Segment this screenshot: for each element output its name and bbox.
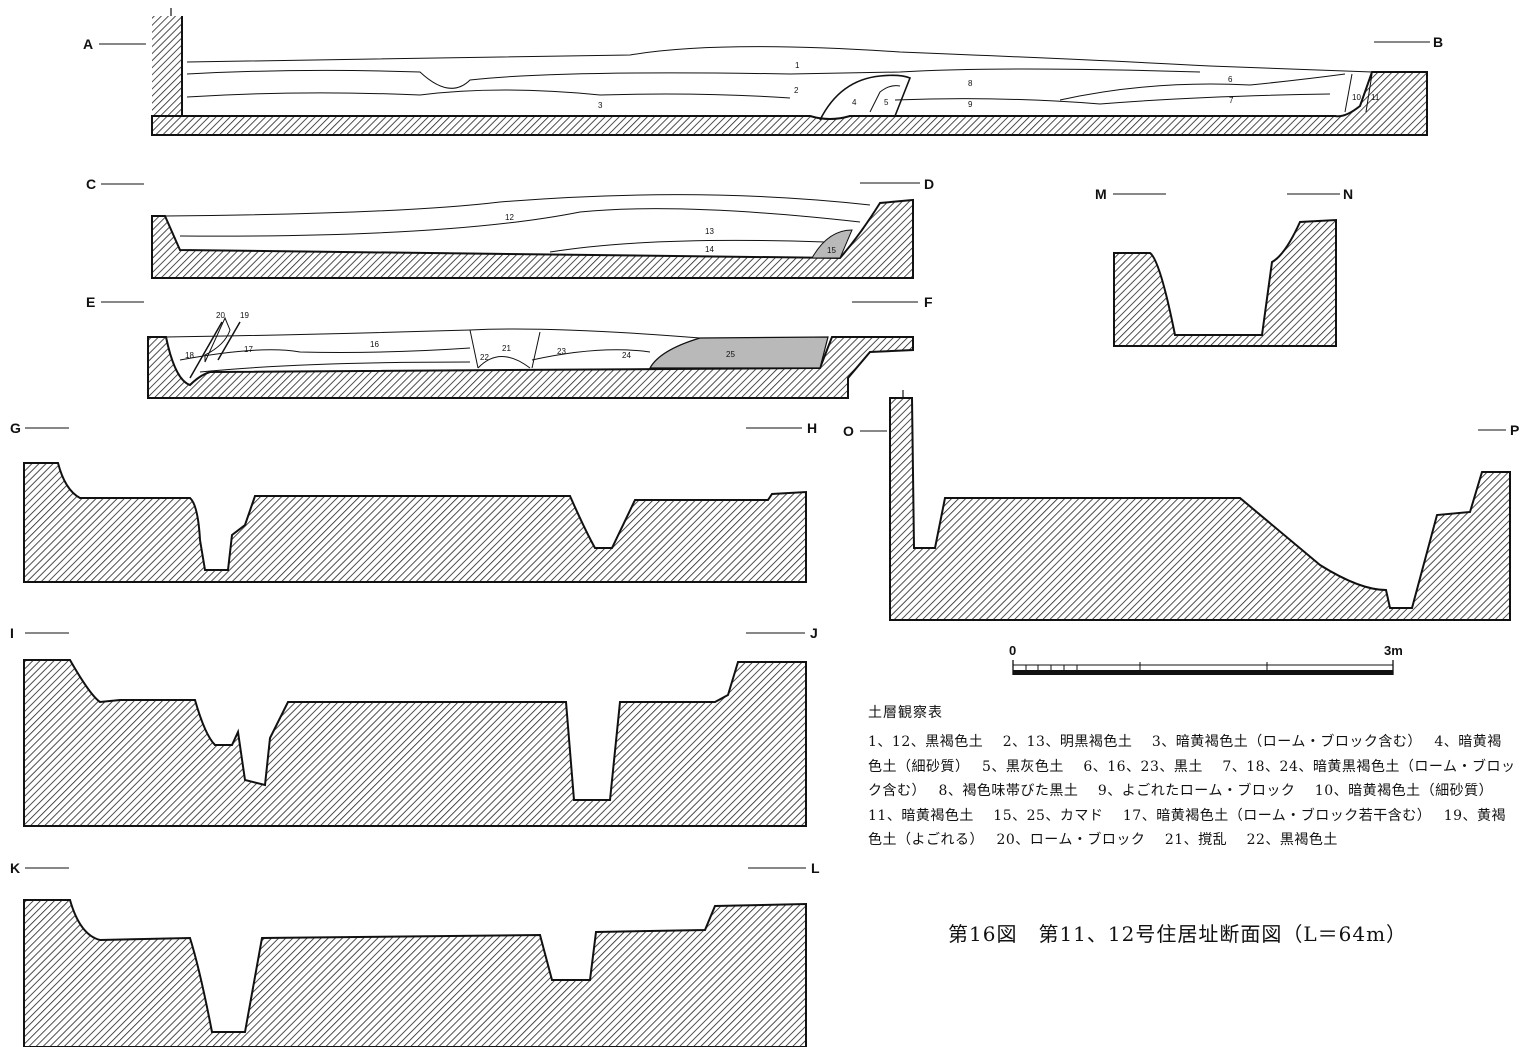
legend-entry: 21、撹乱 <box>1164 832 1228 848</box>
legend-entry: 8、褐色味帯びた黒土 <box>938 783 1079 799</box>
layer-num-14: 14 <box>705 245 714 254</box>
label-o: O <box>843 423 854 439</box>
layer-num-20: 20 <box>216 311 225 320</box>
label-i: I <box>10 625 14 641</box>
layer-num-1: 1 <box>795 61 800 70</box>
layer-num-15: 15 <box>827 246 836 255</box>
legend-entry: 20、ローム・ブロック <box>996 832 1146 848</box>
legend-entry: 19、黄褐色土（よごれる） <box>868 807 1507 849</box>
layer-num-17: 17 <box>244 345 253 354</box>
legend-entry: 2、13、明黒褐色土 <box>1002 734 1133 750</box>
layer-num-11: 11 <box>1371 93 1380 102</box>
layer-num-4: 4 <box>852 98 857 107</box>
legend-entry: 22、黒褐色土 <box>1246 832 1338 848</box>
layer-num-3: 3 <box>598 101 603 110</box>
layer-num-10: 10 <box>1352 93 1361 102</box>
label-a: A <box>83 36 93 52</box>
section-g-h-ground <box>23 462 807 583</box>
layer-num-9: 9 <box>968 100 973 109</box>
layer-num-19: 19 <box>240 311 249 320</box>
layer-num-8: 8 <box>968 79 973 88</box>
label-m: M <box>1095 186 1107 202</box>
section-i-j: I J <box>10 625 818 827</box>
legend-title: 土層観察表 <box>868 705 943 721</box>
label-h: H <box>807 420 817 436</box>
legend-entry: 4、暗黄褐色土（細砂質） <box>868 734 1502 775</box>
layer-num-18: 18 <box>185 351 194 360</box>
scale-bar: 0 3m <box>1009 643 1403 675</box>
scale-start-label: 0 <box>1009 643 1016 658</box>
legend-entry: 10、暗黄褐色土（細砂質） <box>1314 783 1487 799</box>
section-m-n: M N <box>1095 186 1353 347</box>
legend-entry: 7、18、24、暗黄黒褐色土（ローム・ブロック含む） <box>868 758 1516 800</box>
label-g: G <box>10 420 21 436</box>
legend-entry: 9、よごれたローム・ブロック <box>1097 783 1296 799</box>
label-n: N <box>1343 186 1353 202</box>
figure-caption: 第16図 第11、12号住居址断面図（L＝64m） <box>948 922 1408 946</box>
section-g-h: G H <box>10 420 817 583</box>
section-m-n-ground <box>1113 218 1337 347</box>
section-a-b-ground <box>151 71 1428 136</box>
layer-num-16: 16 <box>370 340 379 349</box>
section-o-p-ground <box>889 397 1511 621</box>
section-o-p: O P <box>843 390 1519 621</box>
layer-num-2: 2 <box>794 86 799 95</box>
layer-num-23: 23 <box>557 347 566 356</box>
legend-entry: 11、暗黄褐色土 <box>868 807 974 824</box>
label-l: L <box>811 860 820 876</box>
label-b: B <box>1433 34 1443 50</box>
label-k: K <box>10 860 20 876</box>
legend-entry: 1、12、黒褐色土 <box>868 734 984 750</box>
section-a-b-wall-left <box>152 16 182 116</box>
layer-num-12: 12 <box>505 213 514 222</box>
layer-num-5: 5 <box>884 98 889 107</box>
legend-entry: 5、黒灰色土 <box>981 758 1064 775</box>
layer-num-7: 7 <box>1229 96 1234 105</box>
label-c: C <box>86 176 96 192</box>
layer-num-25: 25 <box>726 350 735 359</box>
section-k-l: K L <box>10 860 820 1047</box>
layer-num-13: 13 <box>705 227 714 236</box>
section-k-l-ground <box>23 899 807 1047</box>
layer-num-6: 6 <box>1228 75 1233 84</box>
legend-entry: 17、暗黄褐色土（ローム・ブロック若干含む） <box>1122 807 1425 824</box>
label-d: D <box>924 176 934 192</box>
layer-num-21: 21 <box>502 344 511 353</box>
legend-entry: 6、16、23、黒土 <box>1083 758 1203 775</box>
legend-body: 1、12、黒褐色土 2、13、明黒褐色土 3、暗黄褐色土（ローム・ブロック含む）… <box>868 730 1516 853</box>
section-a-b: 1 2 3 4 5 6 7 8 9 10 11 A B <box>83 8 1443 136</box>
section-i-j-ground <box>23 659 807 827</box>
section-e-f-ground <box>147 336 914 399</box>
legend-entry: 15、25、カマド <box>993 807 1104 824</box>
label-p: P <box>1510 422 1519 438</box>
section-c-d: 12 13 14 15 C D <box>86 176 934 279</box>
scale-end-label: 3m <box>1384 643 1403 658</box>
legend-entry: 3、暗黄褐色土（ローム・ブロック含む） <box>1151 734 1415 750</box>
label-f: F <box>924 294 933 310</box>
layer-num-22: 22 <box>480 353 489 362</box>
section-c-d-ground <box>151 198 914 279</box>
label-e: E <box>86 294 95 310</box>
layer-num-24: 24 <box>622 351 631 360</box>
label-j: J <box>810 625 818 641</box>
section-e-f: 20 19 18 17 16 22 21 23 24 25 E F <box>86 294 933 399</box>
